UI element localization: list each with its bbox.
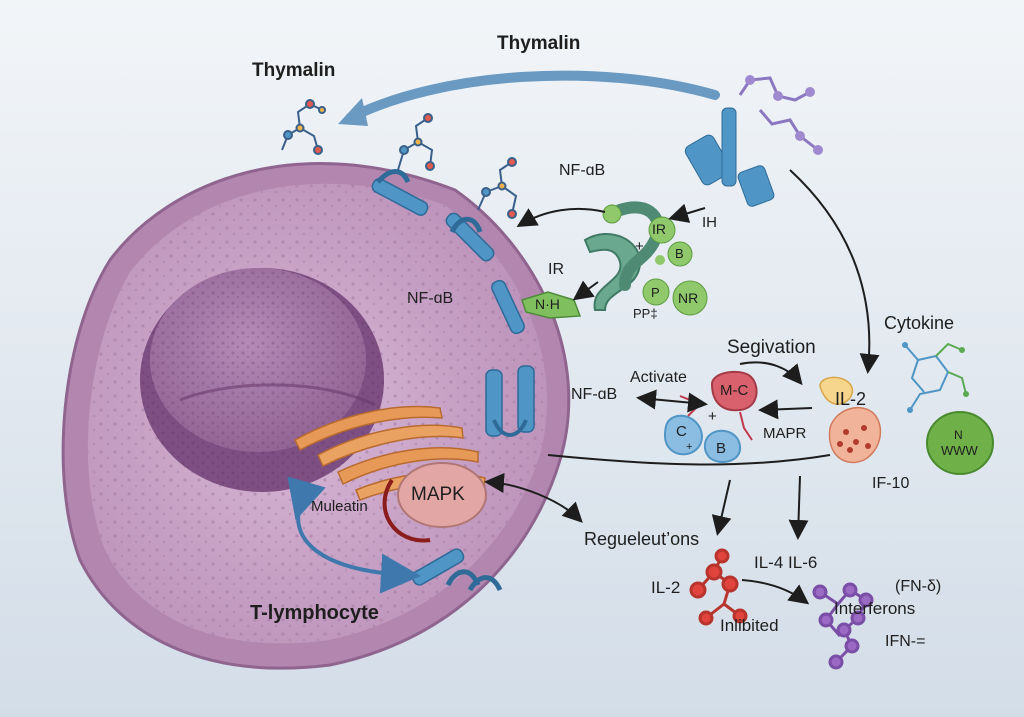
segivation-label: Segivation [727,337,816,358]
n-label: N [954,428,963,442]
b-node-label: B [716,440,727,457]
ifn-label: IFN-= [885,633,926,650]
thymalin-top-label: Thymalin [497,33,581,54]
il2-right-label: IL-2 [835,389,867,409]
cytokine-label: Cytokine [884,313,955,333]
thymalin-molecule-left [281,99,326,155]
interferons-label: Interferons [834,599,916,618]
muleatin-label: Muleatin [311,498,368,515]
ih-label: IH [702,214,717,231]
ir-circle-label: IR [652,221,666,237]
inhibited-label: Inlibited [720,616,779,635]
pp-label: PP‡ [633,306,658,321]
thymalin-molecule-mid [477,157,518,219]
if10-label: IF-10 [872,475,910,492]
nucleus [140,268,384,492]
il2-cytokine-node [819,376,882,464]
regulations-label: Regueleut’ons [584,529,700,549]
mapk-label: MAPK [411,484,465,505]
thymalin-flow-arrowhead [338,98,368,126]
il2-molecule [689,548,748,626]
c-plus-label: + [686,441,693,453]
fn-label: (FN-δ) [895,578,942,595]
nh-node-label: N·H [535,296,560,312]
n-www-node [926,411,994,475]
thymalin-source-complex [684,75,823,207]
www-label: WWW [941,443,978,458]
activate-label: Activate [630,369,687,386]
nfkb-right-label: NF-ɑB [571,386,618,403]
il4-il6-label: IL-4 IL-6 [754,553,818,572]
mapr-label: MAPR [763,425,807,442]
pathway-arrows [484,169,880,605]
cytokine-structure [902,342,969,413]
thymalin-flow-arrow [345,70,720,123]
nfkb-receptor-complex [521,201,708,319]
thymalin-molecule-receptor [397,113,435,171]
p-circle-label: P [651,285,660,300]
membrane-receptors [371,169,535,592]
c-node-label: C [676,423,687,440]
plus-receptor-label: + [635,238,644,255]
intracellular-blue-arrow [287,476,421,594]
interferon-molecule [812,582,874,670]
nfkb-top-label: NF-ɑB [559,162,606,179]
nr-label: NR [678,290,699,306]
ir-left-label: IR [548,261,564,278]
nfkb-cell-label: NF-ɑB [407,290,454,307]
il2-bottom-label: IL-2 [651,578,681,597]
b-circle-label: B [675,246,684,261]
t-lymphocyte-label: T-lymphocyte [250,602,379,624]
mc-label: M-C [720,382,749,399]
activation-complex [664,370,758,463]
plus-complex-label: + [708,408,717,425]
thymalin-left-label: Thymalin [252,60,336,81]
